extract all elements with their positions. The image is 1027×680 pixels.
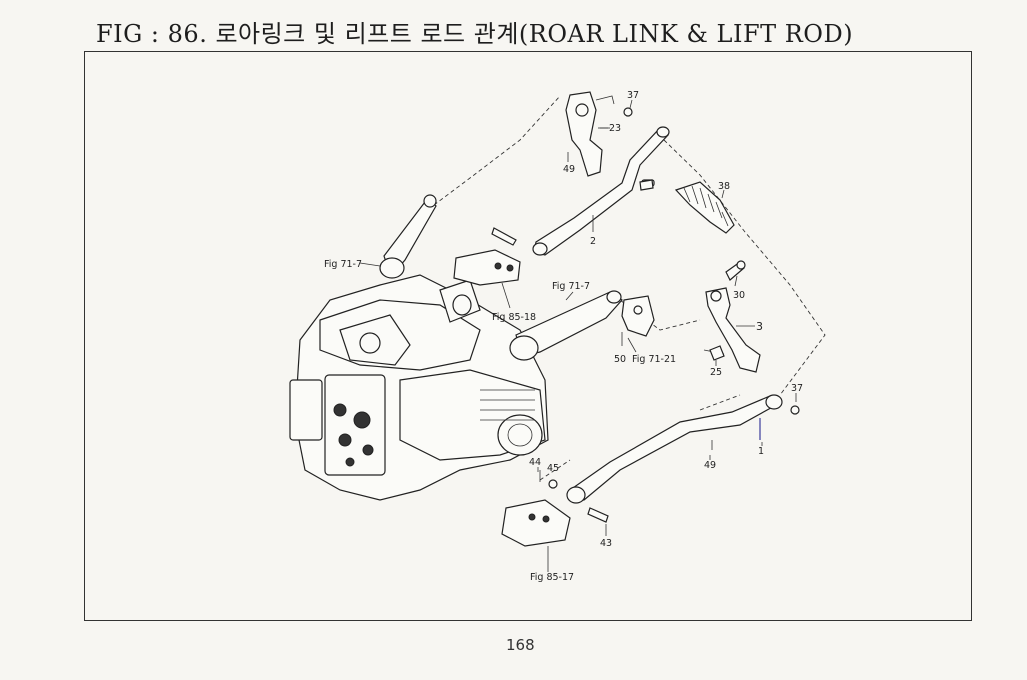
- callout-2: 2: [590, 236, 596, 247]
- callout-49a: 49: [563, 164, 575, 175]
- callout-23: 23: [609, 123, 621, 134]
- callout-43: 43: [600, 538, 612, 549]
- boot-38: [674, 181, 735, 234]
- page-number: 168: [506, 636, 535, 654]
- callout-44: 44: [529, 457, 541, 468]
- bracket-85-17: [501, 499, 571, 547]
- callout-labels: 37 23 49 38 2 30 3 25 37 1 49 50 44 45 4…: [529, 90, 803, 549]
- figure-title: FIG : 86. 로아링크 및 리프트 로드 관계(ROAR LINK & L…: [96, 20, 854, 48]
- figure-references: Fig 71-7 Fig 85-18 Fig 71-7 Fig 71-21 Fi…: [324, 259, 676, 583]
- lift-arm-upper: [359, 194, 437, 279]
- callout-30: 30: [733, 290, 745, 301]
- ref-fig-85-18: Fig 85-18: [492, 312, 536, 323]
- lower-link-1: [566, 394, 783, 504]
- ref-fig-71-7-b: Fig 71-7: [552, 281, 590, 292]
- lift-housing: [289, 274, 549, 501]
- figure-frame: [84, 51, 972, 621]
- ref-fig-85-17: Fig 85-17: [530, 572, 574, 583]
- ref-fig-71-21: Fig 71-21: [632, 354, 676, 365]
- bracket-85-18: [453, 227, 521, 286]
- callout-1: 1: [758, 446, 764, 457]
- callout-3: 3: [756, 320, 763, 333]
- callout-25: 25: [710, 367, 722, 378]
- bracket-71-21: [621, 295, 655, 337]
- callout-37b: 37: [791, 383, 803, 394]
- callout-45: 45: [547, 463, 559, 474]
- lift-rod-3: [703, 287, 761, 373]
- check-link-arm: [509, 290, 623, 361]
- small-hardware: [539, 107, 800, 523]
- top-link-23: [565, 91, 615, 177]
- leader-lines: [501, 99, 797, 572]
- pin-30: [725, 260, 746, 281]
- callout-50: 50: [614, 354, 626, 365]
- callout-37a: 37: [627, 90, 639, 101]
- ref-fig-71-7-a: Fig 71-7: [324, 259, 362, 270]
- callout-38: 38: [718, 181, 730, 192]
- callout-49b: 49: [704, 460, 716, 471]
- lift-rod-2: [532, 126, 670, 256]
